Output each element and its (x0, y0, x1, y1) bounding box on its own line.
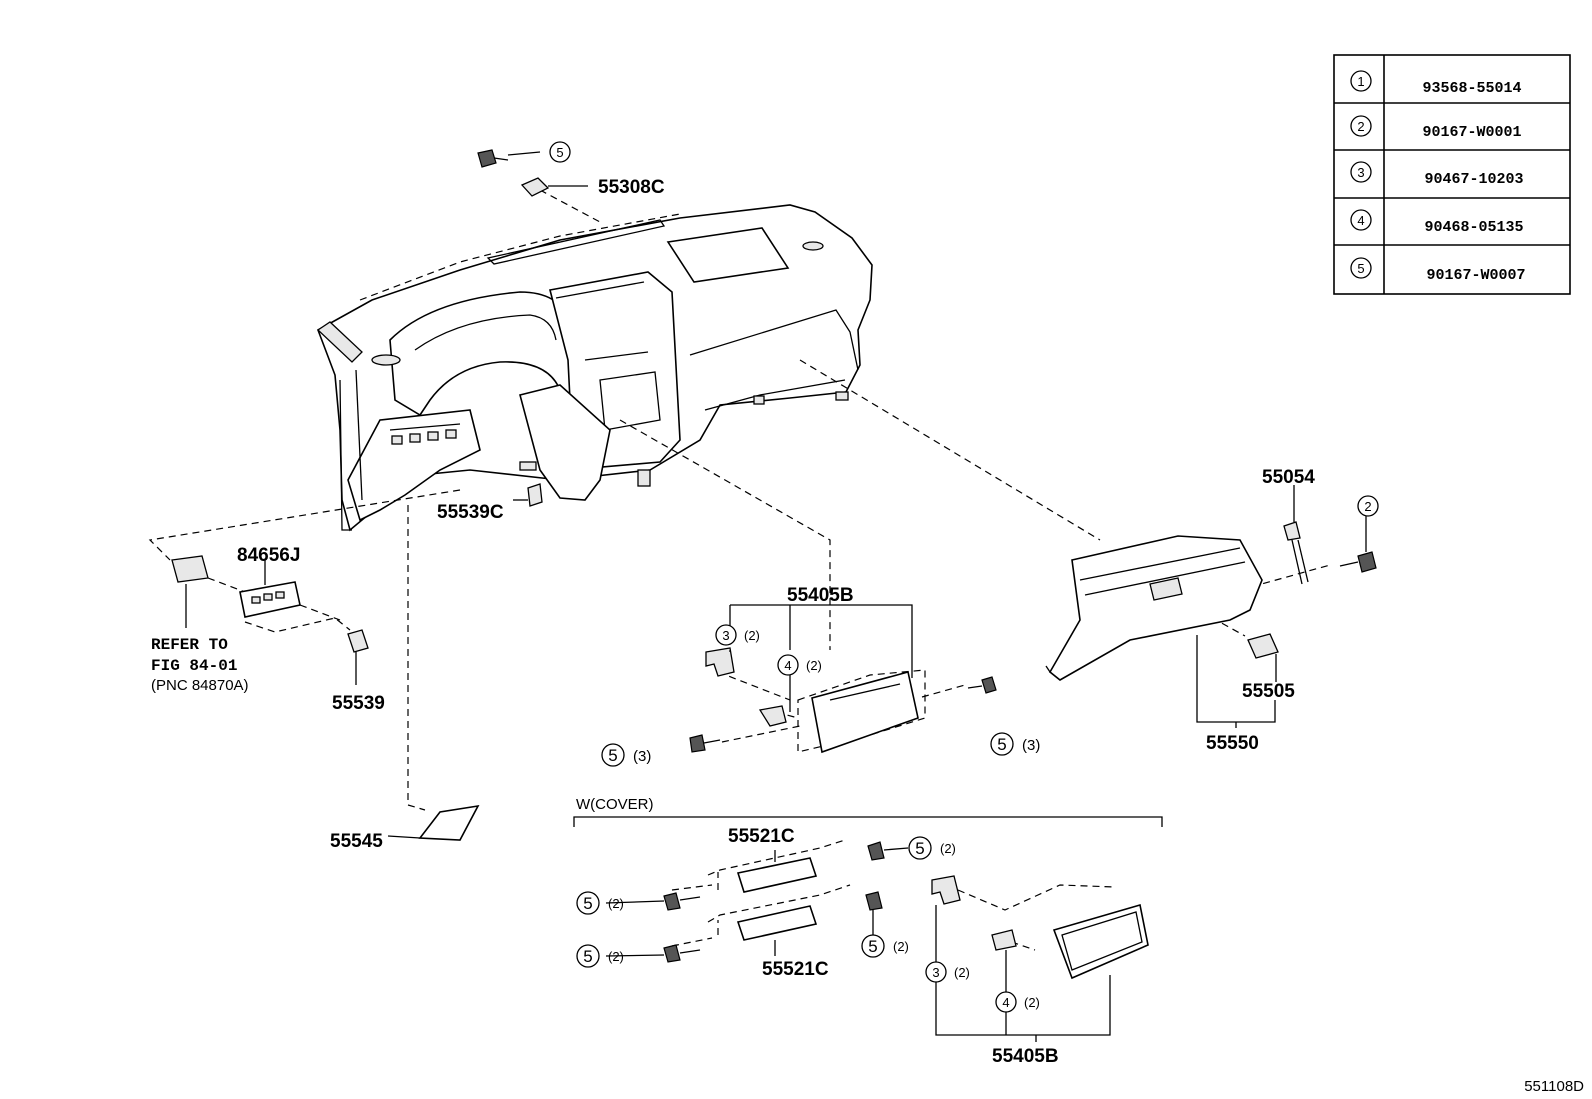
box-55405B-bot (1052, 903, 1149, 980)
legend-row-3: 3 90467-10203 (1350, 161, 1524, 188)
label-wcover: W(COVER) (576, 796, 654, 813)
callout-5-f: 5 (2) (861, 934, 909, 958)
svg-text:(2): (2) (893, 939, 909, 954)
callout-4-b: 4 (2) (995, 991, 1040, 1013)
callout-3-a: 3 (2) (715, 624, 760, 646)
svg-text:(2): (2) (744, 628, 760, 643)
callout-circle (1350, 257, 1372, 279)
svg-text:5: 5 (583, 894, 592, 913)
legend-row-5: 5 90167-W0007 (1350, 257, 1526, 284)
legend-num: 4 (1357, 213, 1364, 228)
label-84656J: 84656J (237, 545, 300, 566)
small-parts (171, 149, 1377, 1042)
label-55405B-bot: 55405B (992, 1046, 1059, 1067)
label-55521C-bot: 55521C (762, 959, 829, 980)
bolt (477, 149, 541, 168)
label-refer-2: FIG 84-01 (151, 657, 237, 675)
legend-part: 90167-W0001 (1422, 124, 1521, 141)
legend-num: 1 (1357, 74, 1364, 89)
callout-circle (1350, 70, 1372, 92)
part-labels: 55308C 55539C 84656J REFER TO FIG 84-01 … (151, 177, 1584, 1095)
diagram-code: 551108D (1524, 1078, 1584, 1095)
label-55550: 55550 (1206, 733, 1259, 754)
label-55054: 55054 (1262, 467, 1315, 488)
legend-table: 1 93568-55014 2 90167-W0001 3 90467-1020… (1333, 54, 1571, 295)
label-refer-3: (PNC 84870A) (151, 677, 249, 694)
callout-circle (1350, 161, 1372, 183)
svg-text:(2): (2) (954, 965, 970, 980)
callout-5-a: 5 (3) (601, 743, 651, 767)
svg-text:(2): (2) (608, 949, 624, 964)
legend-num: 3 (1357, 165, 1364, 180)
callout-2-right: 2 (1357, 495, 1379, 517)
label-55405B-top: 55405B (787, 585, 854, 606)
callout-5-top: 5 (549, 141, 571, 163)
bracket-55405B (811, 671, 919, 754)
callout-circle (1350, 209, 1372, 231)
callout-3-b: 3 (2) (925, 961, 970, 983)
callout-5-b: 5 (3) (990, 732, 1040, 756)
svg-text:(2): (2) (608, 896, 624, 911)
callout-5-d: 5 (2) (576, 944, 624, 968)
label-55539C: 55539C (437, 502, 504, 523)
label-55539: 55539 (332, 693, 385, 714)
glove-box-55550 (1048, 535, 1263, 681)
svg-text:2: 2 (1364, 499, 1371, 514)
clip-55308C (520, 177, 550, 197)
legend-row-4: 4 90468-05135 (1350, 209, 1524, 236)
callouts: 5 2 3 (2) 4 (2) 5 (3) 5 (3) 5 (2 (549, 141, 1379, 1013)
label-55521C-top: 55521C (728, 826, 795, 847)
svg-text:(2): (2) (1024, 995, 1040, 1010)
svg-text:4: 4 (1002, 995, 1009, 1010)
callout-5-e: 5 (2) (908, 836, 956, 860)
svg-text:5: 5 (915, 839, 924, 858)
callout-circle (1350, 115, 1372, 137)
svg-text:(3): (3) (1022, 737, 1040, 754)
svg-text:5: 5 (997, 735, 1006, 754)
label-55505: 55505 (1242, 681, 1295, 702)
legend-part: 93568-55014 (1422, 80, 1521, 97)
legend-part: 90467-10203 (1424, 171, 1523, 188)
legend-row-1: 1 93568-55014 (1350, 70, 1522, 97)
svg-text:5: 5 (608, 746, 617, 765)
legend-num: 2 (1357, 119, 1364, 134)
svg-text:5: 5 (868, 937, 877, 956)
label-55545: 55545 (330, 831, 383, 852)
legend-num: 5 (1357, 261, 1364, 276)
label-refer-1: REFER TO (151, 636, 228, 654)
panel-55521C-top (736, 857, 818, 893)
svg-text:3: 3 (722, 628, 729, 643)
callout-4-a: 4 (2) (777, 654, 822, 676)
svg-text:4: 4 (784, 658, 791, 673)
svg-text:(2): (2) (806, 658, 822, 673)
svg-text:(2): (2) (940, 841, 956, 856)
cover-55545 (418, 804, 480, 841)
callout-5-c: 5 (2) (576, 891, 624, 915)
svg-text:5: 5 (556, 145, 563, 160)
svg-text:3: 3 (932, 965, 939, 980)
panel-55521C-bot (736, 905, 818, 941)
svg-text:(3): (3) (633, 748, 651, 765)
legend-part: 90167-W0007 (1426, 267, 1525, 284)
svg-text:5: 5 (583, 947, 592, 966)
legend-row-2: 2 90167-W0001 (1350, 115, 1522, 141)
legend-part: 90468-05135 (1424, 219, 1523, 236)
label-55308C: 55308C (598, 177, 665, 198)
instrument-panel-illustration (316, 204, 873, 532)
